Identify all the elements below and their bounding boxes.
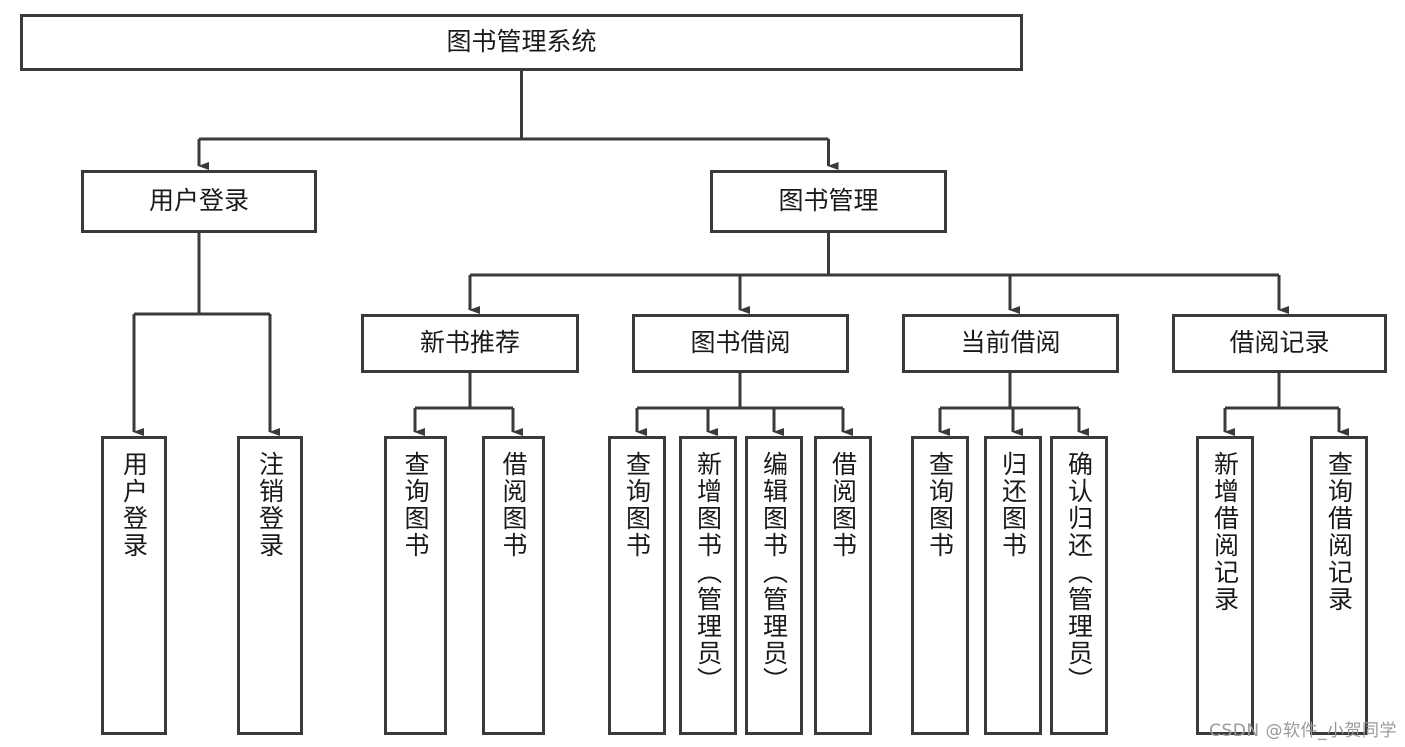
- node-book-manage[interactable]: 图书管理: [710, 170, 947, 233]
- node-leaf-query-book-3-label: 查询图书: [925, 451, 955, 559]
- node-leaf-borrow-book-2[interactable]: 借阅图书: [814, 436, 872, 735]
- node-borrow-record[interactable]: 借阅记录: [1172, 314, 1387, 373]
- node-leaf-confirm-return[interactable]: 确认归还（管理员）: [1050, 436, 1108, 735]
- node-current-borrow-label: 当前借阅: [960, 328, 1061, 358]
- node-leaf-logout-label: 注销登录: [255, 451, 285, 559]
- node-leaf-confirm-return-label: 确认归还（管理员）: [1064, 451, 1094, 694]
- node-root-label: 图书管理系统: [446, 27, 597, 57]
- node-leaf-logout[interactable]: 注销登录: [237, 436, 303, 735]
- node-new-book-rec[interactable]: 新书推荐: [361, 314, 579, 373]
- node-leaf-query-record[interactable]: 查询借阅记录: [1310, 436, 1368, 735]
- csdn-watermark: CSDN @软件_小贺同学: [1209, 721, 1397, 741]
- node-leaf-query-book-3[interactable]: 查询图书: [911, 436, 969, 735]
- node-leaf-query-book-2-label: 查询图书: [622, 451, 652, 559]
- node-leaf-add-book-label: 新增图书（管理员）: [693, 451, 723, 694]
- node-leaf-query-record-label: 查询借阅记录: [1324, 451, 1354, 613]
- node-book-borrow-label: 图书借阅: [690, 328, 791, 358]
- node-leaf-query-book-2[interactable]: 查询图书: [608, 436, 666, 735]
- node-leaf-add-record[interactable]: 新增借阅记录: [1196, 436, 1254, 735]
- node-user-login-label: 用户登录: [148, 186, 249, 216]
- node-leaf-add-record-label: 新增借阅记录: [1210, 451, 1240, 613]
- node-root[interactable]: 图书管理系统: [20, 14, 1023, 71]
- node-book-manage-label: 图书管理: [778, 186, 879, 216]
- node-current-borrow[interactable]: 当前借阅: [902, 314, 1119, 373]
- node-leaf-edit-book-label: 编辑图书（管理员）: [759, 451, 789, 694]
- node-leaf-return-book[interactable]: 归还图书: [984, 436, 1042, 735]
- node-leaf-query-book-1-label: 查询图书: [401, 451, 430, 559]
- node-leaf-edit-book[interactable]: 编辑图书（管理员）: [745, 436, 803, 735]
- node-leaf-add-book[interactable]: 新增图书（管理员）: [679, 436, 737, 735]
- node-new-book-rec-label: 新书推荐: [419, 328, 520, 358]
- node-book-borrow[interactable]: 图书借阅: [632, 314, 849, 373]
- node-leaf-borrow-book-2-label: 借阅图书: [828, 451, 858, 559]
- node-leaf-query-book-1[interactable]: 查询图书: [384, 436, 447, 735]
- node-leaf-return-book-label: 归还图书: [998, 451, 1028, 559]
- node-leaf-borrow-book-1-label: 借阅图书: [499, 451, 528, 559]
- node-leaf-borrow-book-1[interactable]: 借阅图书: [482, 436, 545, 735]
- node-borrow-record-label: 借阅记录: [1229, 328, 1330, 358]
- node-leaf-user-login-label: 用户登录: [119, 451, 149, 559]
- node-leaf-user-login[interactable]: 用户登录: [101, 436, 167, 735]
- node-user-login[interactable]: 用户登录: [81, 170, 317, 233]
